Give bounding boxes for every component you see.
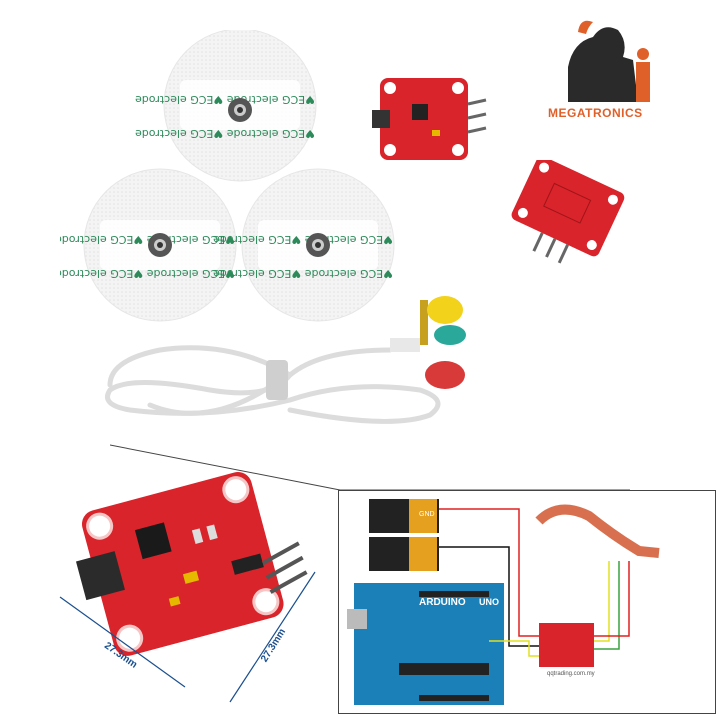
brand-name: MEGATRONICS xyxy=(548,106,643,120)
electrode-pad-right: ♥ECG electrode ♥ECG electrode ♥ECG elect… xyxy=(213,168,395,322)
gorilla-logo-icon xyxy=(568,20,650,102)
arduino-model: UNO xyxy=(479,597,499,607)
svg-text:♥ECG electrode ♥ECG electrode: ♥ECG electrode ♥ECG electrode xyxy=(60,267,235,280)
electrode-pad-left: ♥ECG electrode ♥ECG electrode ♥ECG elect… xyxy=(60,168,237,322)
svg-text:♥ECG electrode ♥ECG electrode: ♥ECG electrode ♥ECG electrode xyxy=(135,93,315,106)
ecg-cable xyxy=(105,296,466,424)
brand-logo: MEGATRONICS xyxy=(548,12,668,122)
svg-text:♥ECG electrode ♥ECG electrode: ♥ECG electrode ♥ECG electrode xyxy=(213,233,393,246)
electrode-pad-top: ♥ECG electrode ♥ECG electrode ♥ECG elect… xyxy=(135,30,317,182)
emg-module-top xyxy=(372,78,487,160)
svg-text:♥ECG electrode ♥ECG electrode: ♥ECG electrode ♥ECG electrode xyxy=(60,233,235,246)
emg-module-dimensions xyxy=(59,471,316,703)
wiring-diagram: ARDUINO UNO GND qqtrading.com.my xyxy=(338,490,716,714)
ecg-electrodes: ♥ECG electrode ♥ECG electrode ♥ECG elect… xyxy=(60,30,395,322)
website-label: qqtrading.com.my xyxy=(547,671,595,677)
wiring-illustration xyxy=(347,499,660,705)
arduino-brand: ARDUINO xyxy=(419,597,466,608)
battery-label: GND xyxy=(419,511,435,518)
svg-text:♥ECG electrode ♥ECG electrode: ♥ECG electrode ♥ECG electrode xyxy=(135,127,315,140)
emg-module-right xyxy=(511,160,625,264)
svg-text:♥ECG electrode ♥ECG electrode: ♥ECG electrode ♥ECG electrode xyxy=(213,267,393,280)
